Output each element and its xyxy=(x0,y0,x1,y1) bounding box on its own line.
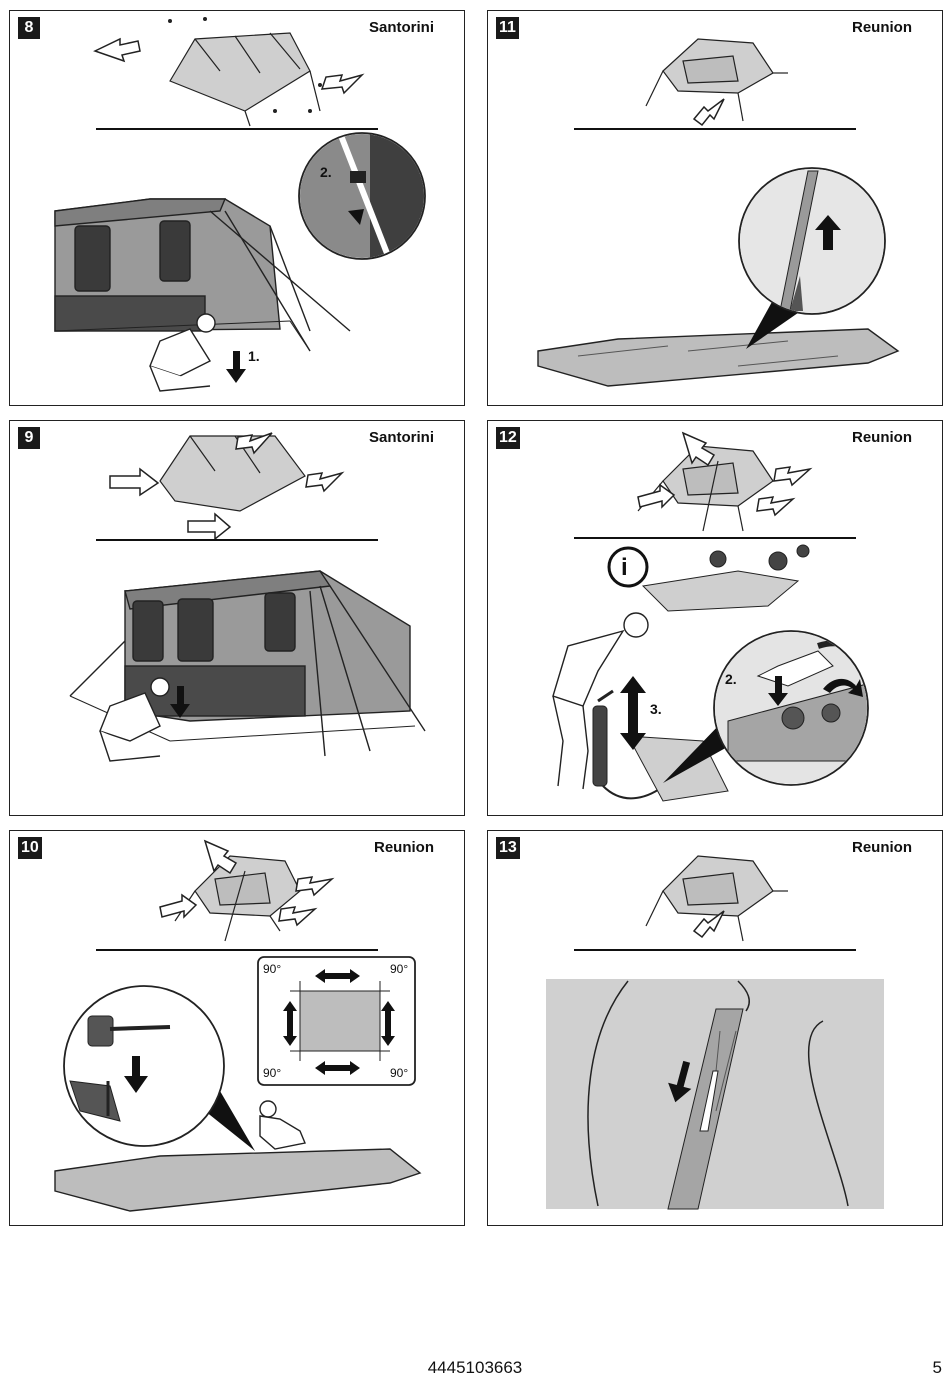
pointer-arrow xyxy=(692,98,725,127)
callout-2: 2. xyxy=(725,671,737,687)
step-number: 8 xyxy=(18,17,40,39)
model-name: Santorini xyxy=(368,429,434,446)
step-8-panel: 8 Santorini xyxy=(9,10,465,406)
divider-line xyxy=(96,128,378,130)
tent-illustration xyxy=(69,432,426,762)
air-pump xyxy=(592,705,608,787)
divider-line xyxy=(96,539,378,541)
pointer-arrow-4 xyxy=(187,512,232,541)
model-name: Reunion xyxy=(374,839,434,856)
zip-closing-illustration xyxy=(546,855,884,1210)
step-number: 10 xyxy=(18,837,42,859)
step-10-panel: 10 Reunion xyxy=(9,830,465,1226)
pointer-arrow-left xyxy=(93,37,141,63)
callout-1: 1. xyxy=(248,348,260,364)
angle-label-tl: 90° xyxy=(263,962,282,976)
pointer-arrow xyxy=(692,910,725,939)
info-icon xyxy=(607,546,649,588)
divider-line xyxy=(574,949,856,951)
step-13-panel: 13 Reunion xyxy=(487,830,943,1226)
down-arrow xyxy=(226,351,246,383)
inflation-illustration xyxy=(552,431,869,802)
step-9-panel: 9 Santorini xyxy=(9,420,465,816)
model-name: Reunion xyxy=(852,839,912,856)
callout-3: 3. xyxy=(650,701,662,717)
angle-label-bl: 90° xyxy=(263,1066,282,1080)
callout-2: 2. xyxy=(320,164,332,180)
tent-illustration xyxy=(54,17,426,392)
page-number: 5 xyxy=(932,1358,942,1377)
model-name: Reunion xyxy=(852,429,912,446)
step-number: 13 xyxy=(496,837,520,859)
angle-label-tr: 90° xyxy=(390,962,409,976)
step-number: 12 xyxy=(496,427,520,449)
model-name: Santorini xyxy=(368,19,434,36)
step-number: 9 xyxy=(18,427,40,449)
down-arrow xyxy=(170,686,190,718)
pointer-arrow-3 xyxy=(305,471,345,493)
pointer-arrow-2 xyxy=(235,432,273,455)
pointer-arrow-right xyxy=(320,73,365,95)
angle-label-br: 90° xyxy=(390,1066,409,1080)
staking-illustration xyxy=(54,839,422,1212)
divider-line xyxy=(96,949,378,951)
reunion-tent-illustration xyxy=(537,38,900,387)
step-12-panel: 12 Reunion xyxy=(487,420,943,816)
divider-line xyxy=(574,537,856,539)
model-name: Reunion xyxy=(852,19,912,36)
divider-line xyxy=(574,128,856,130)
step-number: 11 xyxy=(496,17,519,39)
up-down-arrow xyxy=(620,676,646,750)
info-symbol: i xyxy=(621,554,628,581)
callout-1: 1. xyxy=(850,681,862,697)
article-number: 4445103663 xyxy=(427,1358,523,1377)
pointer-arrow-1 xyxy=(109,467,160,497)
step-11-panel: 11 Reunion xyxy=(487,10,943,406)
